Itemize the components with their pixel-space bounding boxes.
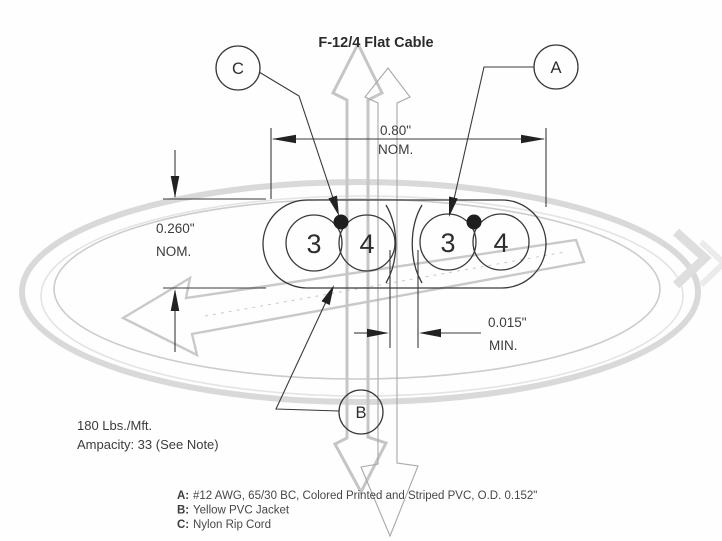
legend: A: #12 AWG, 65/30 BC, Colored Printed an… <box>177 490 537 531</box>
dim-web-value: 0.015" <box>488 315 527 330</box>
arrow-inward-right-icon <box>419 328 441 338</box>
watermark-chevron2-icon <box>698 239 722 288</box>
watermark-dashed-line <box>204 251 566 317</box>
watermark-logo <box>19 40 722 538</box>
legend-desc-b: Yellow PVC Jacket <box>193 505 290 517</box>
arrow-down-icon <box>170 176 180 198</box>
watermark-ellipse-mid <box>40 195 684 397</box>
conductor-4-circle <box>472 213 530 271</box>
leader-arrow-c-icon <box>328 195 339 216</box>
legend-desc-a: #12 AWG, 65/30 BC, Colored Printed and S… <box>193 490 537 502</box>
conductor-2-circle <box>338 214 396 272</box>
balloon-a-label: A <box>550 59 561 77</box>
dim-web-qualifier: MIN. <box>489 338 518 353</box>
watermark-vertical-arrow-thin <box>360 67 419 538</box>
balloon-a-circle <box>533 44 579 90</box>
conductor-3-label: 3 <box>440 228 455 258</box>
arrow-right-icon <box>521 134 545 144</box>
leader-line-b <box>275 290 340 412</box>
balloon-b-label: B <box>355 404 366 422</box>
leader-line-a <box>451 66 534 209</box>
conductor-1-circle <box>285 214 343 272</box>
conductor-2-label: 4 <box>359 229 374 259</box>
dimension-web: 0.015" MIN. <box>354 250 527 353</box>
watermark-chevron-icon <box>672 228 712 289</box>
callout-a: A <box>449 44 579 217</box>
cable-cross-section: 3 4 3 4 <box>262 199 547 289</box>
dim-height-value: 0.260" <box>156 221 195 236</box>
legend-key-b: B: <box>177 505 189 517</box>
dim-width-qualifier: NOM. <box>378 142 413 157</box>
watermark-ellipse-inner <box>53 198 661 380</box>
legend-key-a: A: <box>177 490 189 502</box>
jacket-web-left-curve <box>385 204 397 284</box>
legend-desc-c: Nylon Rip Cord <box>193 519 271 531</box>
dimension-width: 0.80" NOM. <box>270 123 547 207</box>
leader-arrow-a-icon <box>449 196 458 217</box>
drawing-title: F-12/4 Flat Cable <box>318 35 433 51</box>
conductor-4-label: 4 <box>493 228 508 258</box>
balloon-c-circle <box>215 45 261 91</box>
jacket-outline <box>262 199 547 289</box>
spec-weight: 180 Lbs./Mft. <box>77 418 152 433</box>
callout-b: B <box>275 285 384 435</box>
balloon-c-label: C <box>232 60 244 78</box>
conductor-3-circle <box>419 213 477 271</box>
callout-c: C <box>215 45 339 216</box>
rip-cord-dot-left <box>333 214 349 230</box>
legend-key-c: C: <box>177 519 189 531</box>
arrow-up-icon <box>170 289 180 311</box>
spec-notes: 180 Lbs./Mft. Ampacity: 33 (See Note) <box>77 418 219 452</box>
rip-cord-dot-right <box>466 214 482 230</box>
watermark-vertical-arrow-thick <box>330 40 389 496</box>
spec-ampacity: Ampacity: 33 (See Note) <box>77 437 219 452</box>
arrow-inward-left-icon <box>367 328 389 338</box>
dim-height-qualifier: NOM. <box>156 244 191 259</box>
watermark-ellipse-outer <box>19 179 701 405</box>
dim-width-value: 0.80" <box>380 123 411 138</box>
watermark-left-arrow <box>120 238 586 358</box>
leader-line-c <box>258 71 335 202</box>
arrow-left-icon <box>272 134 296 144</box>
leader-arrow-b-icon <box>321 285 334 305</box>
dimension-height: 0.260" NOM. <box>156 150 266 352</box>
balloon-b-circle <box>338 389 384 435</box>
conductor-1-label: 3 <box>306 229 321 259</box>
